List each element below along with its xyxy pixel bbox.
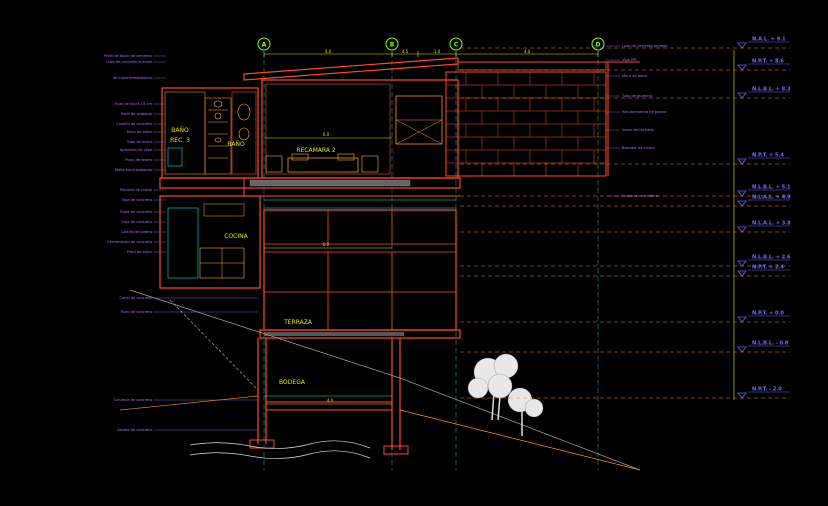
level-label: N.P.T. - 2.0: [752, 387, 782, 393]
note-left-12: Pantalla de cristal: [120, 188, 152, 192]
level-label: N.L.A.L. + 4.9: [752, 195, 791, 201]
svg-text:C: C: [454, 42, 459, 49]
note-left-17: Cerramiento de concreto: [107, 240, 152, 244]
level-label: N.L.B.L. + 5.1: [752, 185, 791, 191]
level-markers: N.A.L. + 9.1N.P.T. + 8.6N.L.B.L. + 8.3N.…: [460, 37, 791, 399]
note-left-14: Trabe de concreto: [119, 210, 152, 214]
dim-lower: 6.0: [323, 242, 330, 247]
dim-top-2: 4.5: [402, 49, 409, 54]
note-right-4: Tubo de aluminio: [621, 94, 653, 98]
svg-text:A: A: [262, 42, 267, 49]
level-marker-9: N.P.T. + 2.4: [460, 265, 790, 277]
note-left-15: Ceja de concreto: [122, 220, 152, 224]
level-marker-8: N.L.B.L. + 2.6: [460, 255, 791, 267]
terrace-glass: [263, 199, 457, 331]
note-left-6: Castillo de concreto: [116, 122, 152, 126]
note-right-6: Sierra de fachada: [622, 128, 654, 132]
level-marker-6: N.L.A.L. + 4.9: [460, 195, 791, 207]
dim-top-1: 4.0: [325, 49, 332, 54]
note-left-21: Columna de concreto: [114, 398, 152, 402]
axis-bubble-c: C: [449, 37, 463, 51]
level-marker-4: N.P.T. + 5.4: [460, 153, 790, 165]
level-label: N.P.T. + 5.4: [752, 153, 784, 159]
top-dimension-line: [263, 51, 599, 57]
level-label: N.P.T. + 8.6: [752, 59, 784, 65]
room-label-bodega: BODEGA: [279, 379, 306, 386]
level-marker-7: N.L.A.L. + 3.8: [460, 221, 791, 233]
room-label-bano-2: BAÑO: [227, 141, 245, 148]
axis-bubbles: A B C D: [257, 37, 605, 51]
note-left-3: de impermeabilizante: [113, 76, 153, 80]
level-marker-12: N.P.T. - 2.0: [460, 387, 790, 399]
note-left-11: Malla electrosoldada: [115, 168, 152, 172]
note-left-16: Castillo de piedra: [121, 230, 152, 234]
svg-text:B: B: [390, 42, 395, 49]
note-right-3: Muro de block: [622, 74, 648, 78]
level-label: N.A.L. + 9.1: [752, 37, 786, 43]
level-marker-11: N.L.B.L. - 0.8: [460, 341, 790, 353]
note-left-7: Muro de block: [127, 130, 153, 134]
note-left-13: Viga de concreto: [122, 198, 152, 202]
note-left-22: Zapata de concreto: [117, 428, 152, 432]
interior-dimensions: [264, 137, 392, 405]
level-label: N.L.A.L. + 3.8: [752, 221, 791, 227]
level-label: N.P.T. + 0.0: [752, 311, 784, 317]
note-left-20: Muro de concreto: [121, 310, 152, 314]
svg-text:D: D: [596, 42, 601, 49]
left-note-leaders: [153, 55, 258, 431]
note-left-2: Losa de concreto armado: [106, 60, 152, 64]
room-label-cocina: COCINA: [224, 233, 248, 240]
level-marker-2: N.P.T. + 8.6: [460, 59, 790, 71]
level-label: N.L.B.L. + 8.3: [752, 87, 791, 93]
level-label: N.L.B.L. + 2.6: [752, 255, 791, 261]
terrace-slab: [259, 329, 461, 339]
level-marker-5: N.L.B.L. + 5.1: [460, 185, 791, 197]
dim-mid: 6.0: [323, 132, 330, 137]
note-left-10: Pisos de loseta: [125, 158, 152, 162]
note-right-1: Losa de concreto armado: [622, 44, 668, 48]
room-label-recamara-2: RECAMARA 2: [296, 147, 335, 154]
room-label-bano: BAÑO: [171, 127, 189, 134]
level-marker-10: N.P.T. + 0.0: [460, 311, 790, 323]
dim-top-3: 1.0: [434, 49, 441, 54]
note-left-4: Muro de block 15 cm: [114, 102, 152, 106]
tree: [467, 353, 544, 436]
level-label: N.P.T. + 2.4: [752, 265, 784, 271]
level-label: N.L.B.L. - 0.8: [752, 341, 789, 347]
note-right-5: Recubrimiento de piedra: [622, 110, 666, 114]
note-right-7: Bastidor de cristal: [622, 146, 655, 150]
basement: [249, 338, 409, 455]
note-left-18: Pretil de block: [127, 250, 153, 254]
axis-bubble-b: B: [385, 37, 399, 51]
room-label-terraza: TERRAZA: [283, 319, 313, 326]
level-marker-3: N.L.B.L. + 8.3: [460, 87, 791, 99]
axis-bubble-d: D: [591, 37, 605, 51]
dim-top-4: 4.0: [524, 49, 531, 54]
level-marker-1: N.A.L. + 9.1: [460, 37, 790, 49]
note-left-9: Aplanado de yeso: [120, 148, 152, 152]
axis-bubble-a: A: [257, 37, 271, 51]
terrain: [119, 289, 641, 471]
room-label-rec: REC. 3: [170, 137, 190, 144]
note-left-19: Canal de concreto: [119, 296, 152, 300]
note-left-8: Tubo de acero: [126, 140, 152, 144]
dim-bottom: 4.0: [327, 398, 334, 403]
note-left-5: Pretil de acabado: [121, 112, 152, 116]
note-right-2: Viga IPR: [622, 58, 637, 62]
note-left-1: Pretil de block de cemento: [104, 54, 152, 58]
note-right-8: Cubierta de madera: [622, 194, 658, 198]
